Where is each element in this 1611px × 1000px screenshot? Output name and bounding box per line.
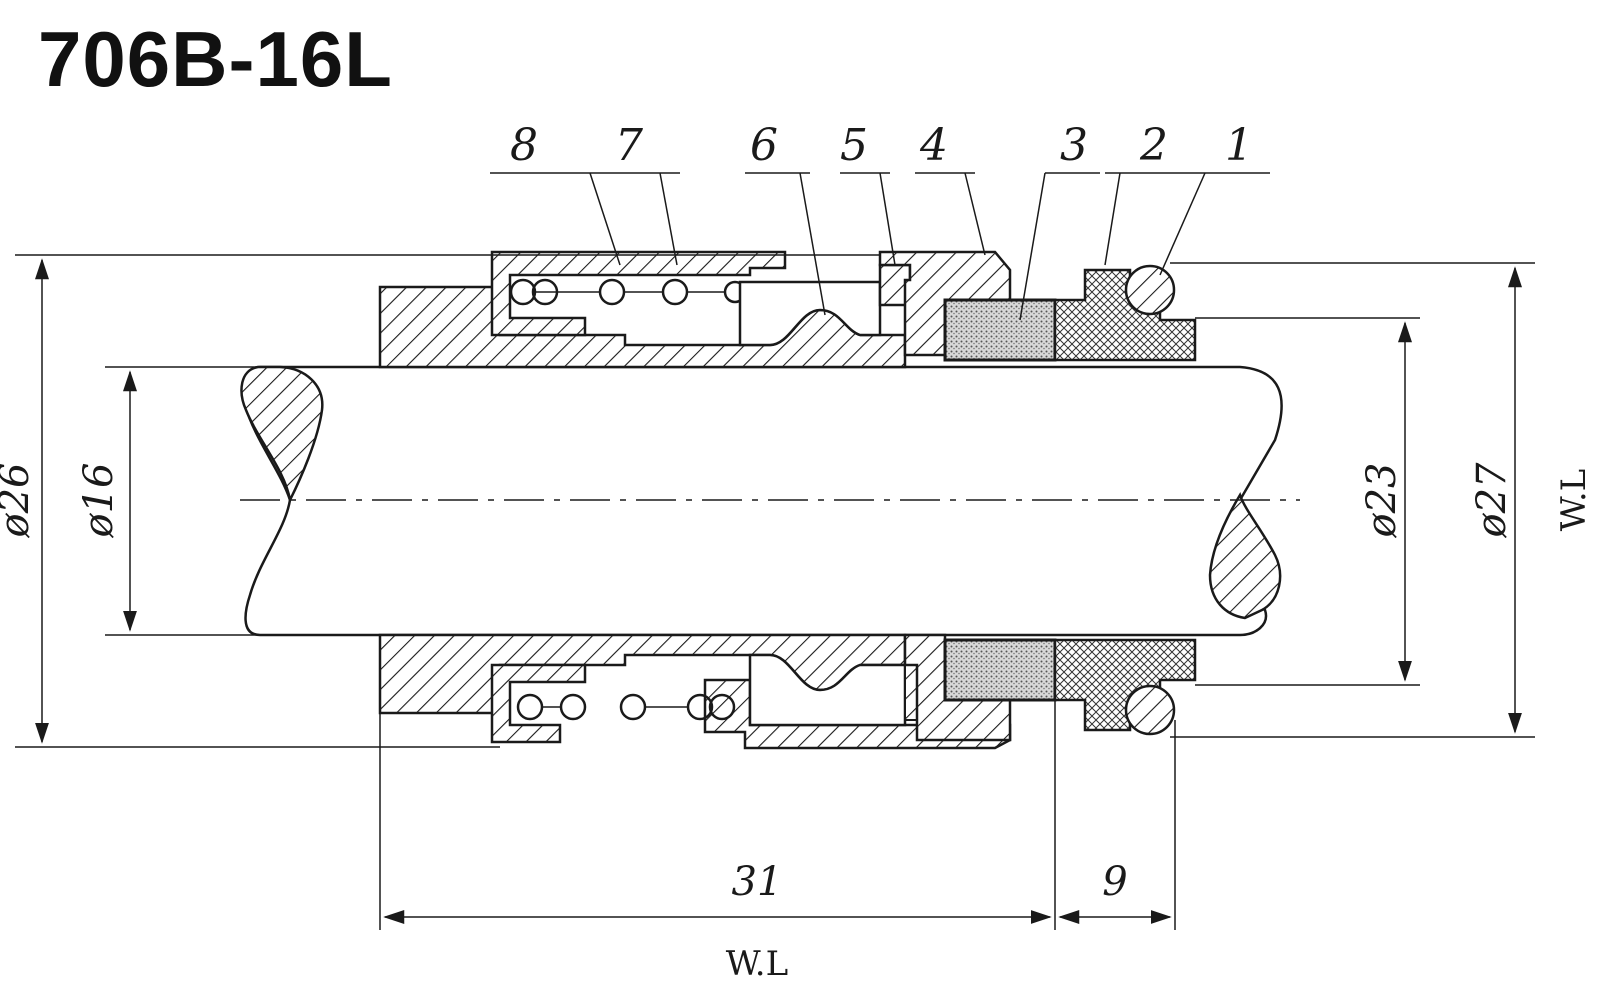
shaft: [240, 365, 1300, 637]
dimension-d26: ø26: [0, 463, 38, 539]
dimension-length-31: 31: [732, 859, 783, 905]
dimension-wl-right: W.L: [1554, 469, 1594, 531]
part-number-8: 8: [510, 120, 538, 171]
part-callouts: 8 7 6 5 4 3 2 1: [490, 120, 1270, 321]
dimension-wl-bottom: W.L: [726, 944, 788, 984]
part-number-2: 2: [1139, 120, 1168, 171]
springs-lower: [516, 693, 736, 721]
part-number-3: 3: [1060, 120, 1088, 171]
upper-seal-half: [378, 250, 1197, 369]
part-number-6: 6: [750, 120, 778, 171]
part-number-5: 5: [840, 120, 868, 171]
part-number-1: 1: [1225, 120, 1253, 171]
part-number-4: 4: [919, 120, 948, 171]
dimension-d23: ø23: [1359, 463, 1405, 539]
dimension-length-9: 9: [1102, 859, 1127, 905]
drawing-title: 706B-16L: [38, 15, 393, 103]
dimension-d27: ø27: [1469, 462, 1515, 539]
lower-seal-half: [378, 633, 1197, 750]
springs-upper: [509, 278, 747, 306]
dimension-d16: ø16: [76, 463, 122, 539]
part-number-7: 7: [615, 120, 643, 171]
dimension-lines: [15, 254, 1535, 930]
